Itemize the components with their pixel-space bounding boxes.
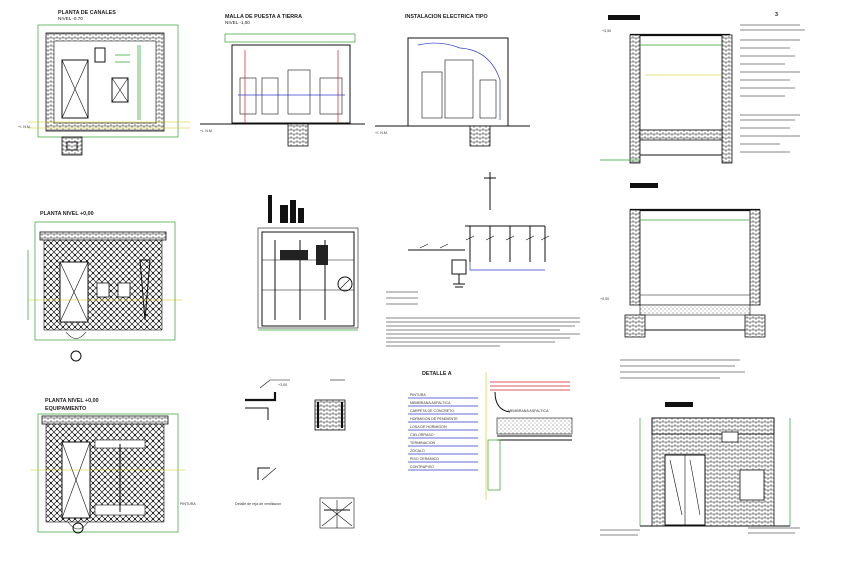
level-zero: +0,00 xyxy=(600,297,609,301)
malla-puesta-tierra: MALLA DE PUESTA A TIERRA NIVEL -1,00 +/-… xyxy=(200,14,365,147)
reja-dim-1: +3,00 xyxy=(278,383,287,387)
nm-label-3: +/- N.M. xyxy=(375,131,388,135)
membrana-label: MEMBRANA ASFALTICA xyxy=(508,409,549,413)
plan-equipo-title: PLANTA NIVEL +0,00 xyxy=(45,398,99,404)
detalle-a: DETALLE A PINTURA MEMBRANA ASFALTICA CAR… xyxy=(408,371,573,500)
plan-equipamiento: PLANTA NIVEL +0,00 EQUIPAMIENTO PINTURA xyxy=(30,398,196,534)
detalle-a-layers: PINTURA MEMBRANA ASFALTICA CARPETA DE CO… xyxy=(410,393,458,469)
plan-canales: PLANTA DE CANALES NIVEL -0.70 +/- N.M. xyxy=(18,10,190,156)
layer-0: PINTURA xyxy=(410,393,426,397)
tablero-detalle xyxy=(257,195,359,331)
electrica-title: INSTALACION ELECTRICA TIPO xyxy=(405,14,488,20)
plan-equipo-note: PINTURA xyxy=(180,502,196,506)
fachada xyxy=(600,402,800,536)
layer-9: CONTRAPISO xyxy=(410,465,434,469)
plan-n000-title: PLANTA NIVEL +0,00 xyxy=(40,211,94,217)
detalle-reja: +3,00 Detalle de reja de ventilacion xyxy=(235,379,355,529)
detalle-reja-label: Detalle de reja de ventilacion xyxy=(235,502,281,506)
plan-nivel-000: PLANTA NIVEL +0,00 xyxy=(27,211,182,362)
malla-title: MALLA DE PUESTA A TIERRA xyxy=(225,14,302,20)
layer-2: CARPETA DE CONCRETO xyxy=(410,409,454,413)
layer-5: CIELORRASO xyxy=(410,433,434,437)
nm-label-1: +/- N.M. xyxy=(18,125,31,129)
esquema-unifilar xyxy=(408,172,550,288)
corte-2: +0,00 xyxy=(600,183,766,379)
layer-1: MEMBRANA ASFALTICA xyxy=(410,401,451,405)
corte-1: 3 +3,50 xyxy=(600,12,805,164)
sheet-number: 3 xyxy=(775,12,778,18)
plan-equipo-subtitle: EQUIPAMIENTO xyxy=(45,406,86,412)
layer-3: HORMIGON DE PENDIENTE xyxy=(410,417,458,421)
instalacion-electrica: INSTALACION ELECTRICA TIPO +/- N.M. xyxy=(375,14,530,147)
plan-canales-title: PLANTA DE CANALES xyxy=(58,10,116,16)
detalle-a-title: DETALLE A xyxy=(422,371,452,377)
layer-7: ZOCALO xyxy=(410,449,425,453)
level-top: +3,50 xyxy=(602,29,611,33)
plan-canales-subtitle: NIVEL -0.70 xyxy=(58,16,83,21)
notas-electricas xyxy=(386,291,580,347)
malla-subtitle: NIVEL -1,00 xyxy=(225,20,250,25)
layer-8: PISO CERAMICO xyxy=(410,457,439,461)
layer-4: LOSA DE HORMIGON xyxy=(410,425,447,429)
layer-6: TERMINACION xyxy=(410,441,436,445)
nm-label-2: +/- N.M. xyxy=(200,129,213,133)
